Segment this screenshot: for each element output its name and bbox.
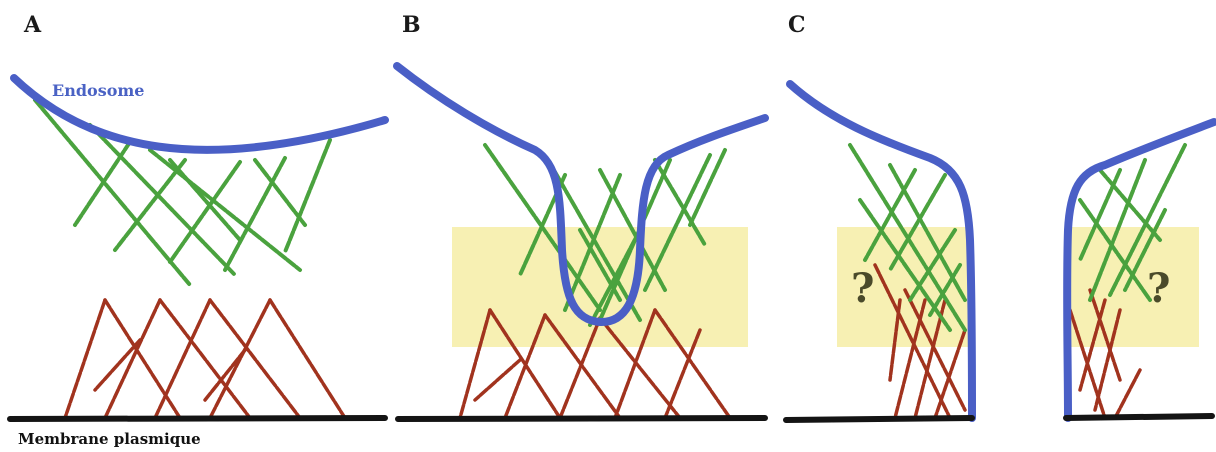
endosome-label: Endosome: [52, 81, 144, 100]
panel-c-letter: C: [788, 12, 806, 38]
panel-b-red-network: [458, 308, 732, 420]
panel-c-right-green-network: [1078, 143, 1187, 302]
panel-c-left-question-mark: ?: [851, 265, 874, 312]
panel-a: A Endosome: [7, 12, 389, 448]
panel-c-right: ?: [1063, 118, 1216, 422]
panel-b-endosome-membrane: [393, 62, 769, 326]
plasma-membrane-label: Membrane plasmique: [18, 430, 201, 448]
panel-c-right-plasma-membrane: [1063, 413, 1215, 421]
panel-a-green-network: [33, 98, 332, 287]
panel-b-plasma-membrane: [395, 415, 768, 422]
panel-c-right-red-network: [1068, 288, 1142, 420]
panel-c-right-endosome-membrane: [1063, 118, 1216, 422]
panel-a-letter: A: [23, 12, 42, 38]
panel-c-left-plasma-membrane: [783, 415, 975, 423]
panel-a-red-network: [63, 298, 347, 420]
panel-a-plasma-membrane: [7, 415, 388, 422]
panel-c-left-green-network: [848, 143, 967, 332]
panel-a-endosome-membrane: [10, 74, 389, 154]
panel-c: C ?: [783, 12, 1216, 423]
panel-c-left: ?: [783, 80, 976, 423]
panel-b: B: [393, 12, 769, 422]
panel-c-left-red-network: [873, 263, 967, 420]
panel-c-right-question-mark: ?: [1147, 265, 1170, 312]
panel-b-letter: B: [402, 12, 421, 38]
panel-c-left-endosome-membrane: [786, 80, 976, 422]
